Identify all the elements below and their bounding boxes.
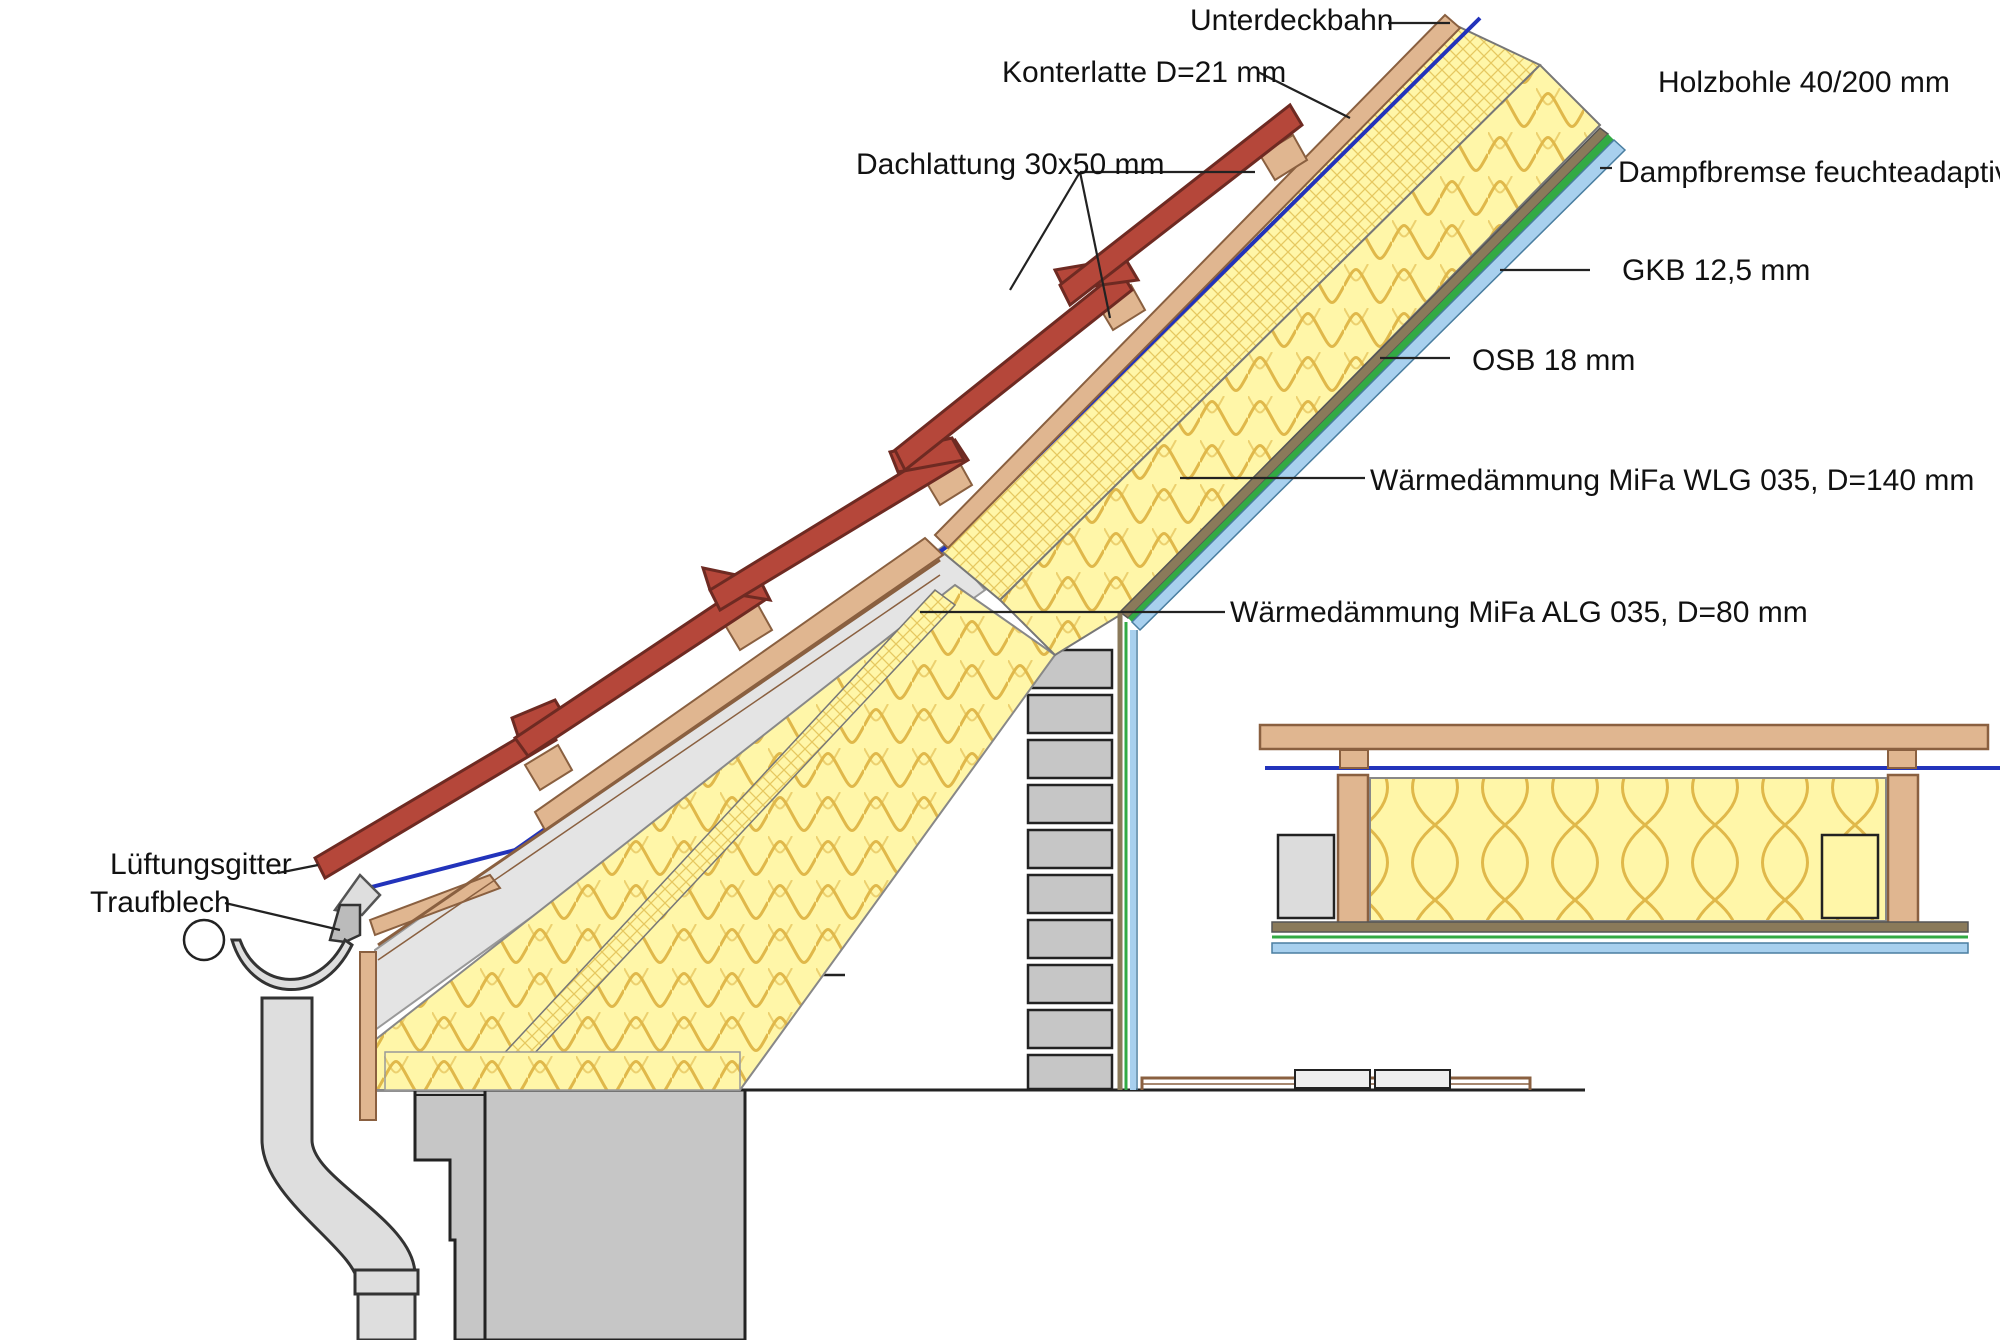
label-konterlatte: Konterlatte D=21 mm bbox=[1002, 56, 1286, 89]
label-dachlattung: Dachlattung 30x50 mm bbox=[856, 148, 1165, 181]
leader-lines bbox=[224, 21, 1612, 932]
label-wlg: Wärmedämmung MiFa WLG 035, D=140 mm bbox=[1370, 464, 1974, 497]
label-osb: OSB 18 mm bbox=[1472, 344, 1635, 377]
label-gkb: GKB 12,5 mm bbox=[1622, 254, 1810, 287]
counter-batten-upper bbox=[933, 13, 1462, 550]
counter-batten-lower bbox=[533, 536, 945, 832]
label-holzbohle: Holzbohle 40/200 mm bbox=[1658, 66, 1950, 99]
masonry-column bbox=[1026, 648, 1114, 1091]
label-traufblech: Traufblech bbox=[90, 886, 231, 919]
gutter-and-downpipe bbox=[229, 937, 420, 1340]
circle-marker-icon bbox=[182, 918, 226, 962]
inner-lining-layers bbox=[1117, 127, 1627, 1090]
label-lueftungsgitter: Lüftungsgitter bbox=[110, 848, 292, 881]
label-unterdeckbahn: Unterdeckbahn bbox=[1190, 4, 1393, 37]
eave-fascia bbox=[359, 558, 941, 1121]
ceiling-detail bbox=[1258, 723, 2000, 954]
roof-tiles bbox=[313, 102, 1304, 881]
label-alg: Wärmedämmung MiFa ALG 035, D=80 mm bbox=[1230, 596, 1808, 629]
label-dampfbremse: Dampfbremse feuchteadaptiv bbox=[1618, 156, 2000, 189]
wall-base bbox=[413, 973, 845, 1340]
insulation-eave-base bbox=[384, 1051, 741, 1091]
